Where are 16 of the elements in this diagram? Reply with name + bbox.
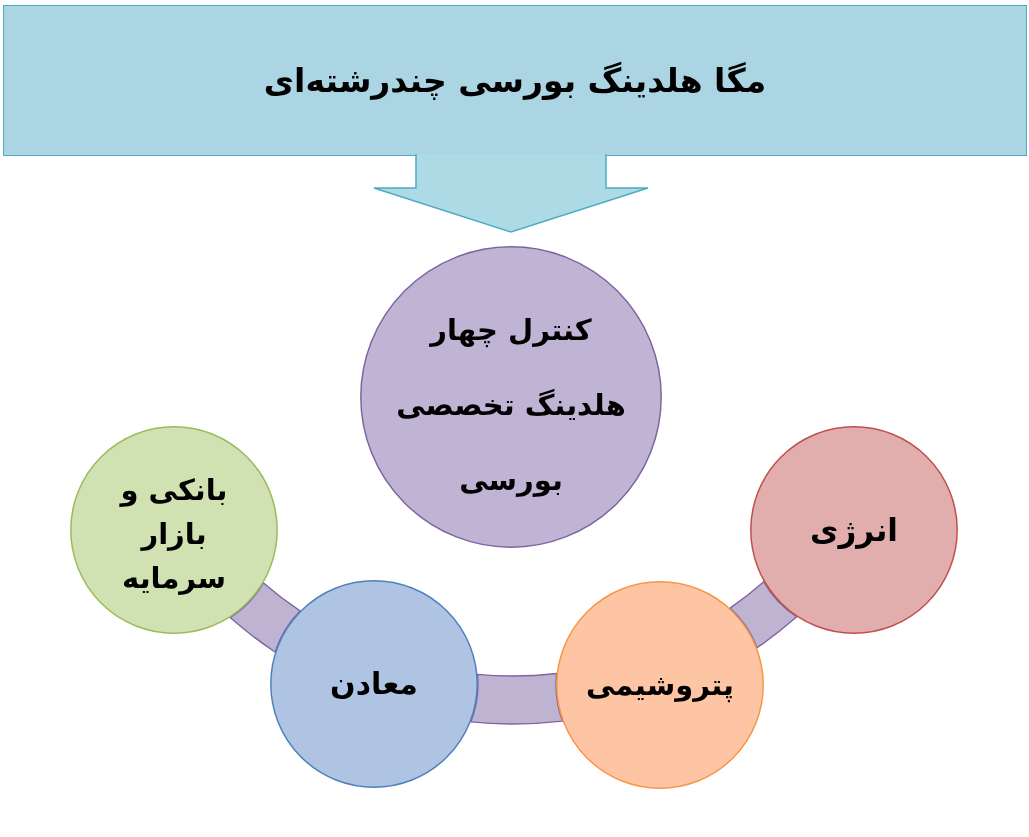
arc-band <box>229 582 301 653</box>
node-label: پتروشیمی <box>586 667 734 705</box>
central-circle <box>360 246 662 548</box>
node-label: انرژی <box>810 511 898 551</box>
category-circle <box>750 426 958 634</box>
heading: مگا هلدینگ بورسی چندرشته‌ای <box>263 59 767 102</box>
node-label: بانکی و بازار سرمایه <box>118 472 229 597</box>
category-circle <box>270 580 478 788</box>
node-label: کنترل چهار هلدینگ تخصصی بورسی <box>395 311 627 499</box>
node-label: معادن <box>330 665 418 703</box>
arc-band <box>470 672 564 725</box>
category-circle <box>556 581 764 789</box>
arc-band <box>729 581 798 649</box>
category-circle <box>70 426 278 634</box>
block-arrow <box>373 153 649 233</box>
banner <box>3 5 1027 156</box>
